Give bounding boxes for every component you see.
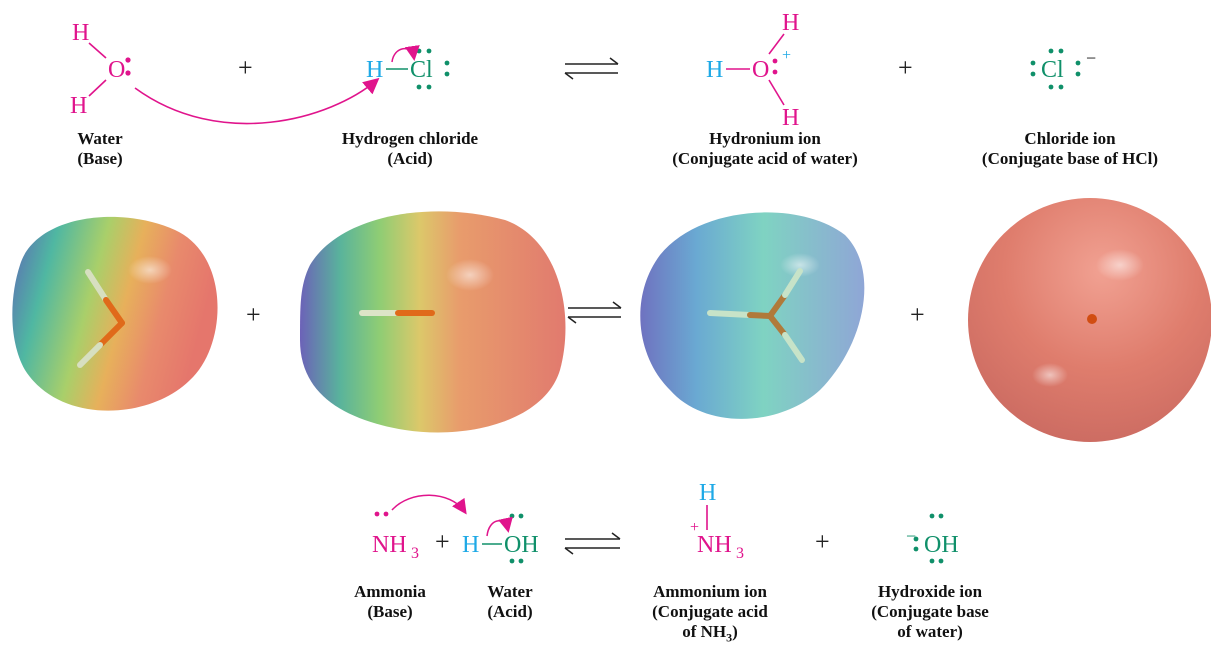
ammonia-formula: NH (372, 532, 407, 558)
ammonia-structure: NH 3 (372, 494, 467, 562)
ammonium-h-top: H (699, 480, 716, 506)
hydroxide-structure: − OH (906, 513, 959, 564)
ammonium-subscript: 3 (736, 545, 744, 562)
ammonium-formula: NH (697, 532, 732, 558)
compound-role: (Acid) (487, 602, 533, 621)
plus-sign: + (898, 53, 913, 82)
lone-pair-dot (125, 57, 131, 63)
equilibrium-arrow (567, 301, 622, 324)
chloride-structure: Cl − (1030, 48, 1096, 90)
ammonium-structure: H + NH 3 (690, 480, 744, 562)
water-hydrogen: H (462, 532, 479, 558)
hydronium-label: Hydronium ion (Conjugate acid of water) (620, 129, 910, 169)
bond-break-arrow (486, 516, 513, 537)
equilibrium-arrow (564, 532, 621, 555)
hydronium-h-top: H (782, 10, 799, 36)
plus-sign: + (815, 527, 830, 556)
hydrogen-chloride-epm (300, 211, 566, 433)
hydroxide-charge: − (906, 526, 916, 546)
compound-role-cont: of NH3) (682, 622, 738, 645)
hydronium-epm (640, 212, 865, 419)
hydronium-oxygen: O (752, 57, 769, 83)
water-oxygen: O (108, 57, 125, 83)
compound-role: (Conjugate acid (652, 602, 768, 621)
water-label: Water (Base) (40, 129, 160, 169)
chloride-label: Chloride ion (Conjugate base of HCl) (935, 129, 1205, 169)
water-h2: H (70, 93, 87, 119)
hydroxide-label: Hydroxide ion (Conjugate base of water) (840, 582, 1020, 642)
hydroxide-formula: OH (924, 532, 959, 558)
water-acid-structure: H OH (462, 513, 539, 564)
compound-role: (Conjugate base (871, 602, 989, 621)
water-epm (12, 216, 218, 411)
ammonium-charge: + (690, 519, 699, 536)
compound-role: (Conjugate acid of water) (672, 149, 858, 168)
ammonia-subscript: 3 (411, 545, 419, 562)
compound-name: Ammonia (354, 582, 426, 601)
compound-name: Water (487, 582, 533, 601)
compound-role: (Conjugate base of HCl) (981, 149, 1159, 168)
compound-role: (Base) (367, 602, 413, 621)
reaction1-structures: H O H + H Cl H O + H H + C (70, 10, 1096, 131)
compound-role: (Base) (77, 149, 123, 168)
plus-sign: + (238, 53, 253, 82)
compound-role: (Acid) (387, 149, 433, 168)
compound-name: Hydrogen chloride (341, 129, 479, 148)
ammonia-label: Ammonia (Base) (340, 582, 440, 622)
chloride-epm (968, 198, 1211, 442)
compound-name: Hydroxide ion (877, 582, 983, 601)
water-hydroxyl: OH (504, 532, 539, 558)
hcl-chlorine: Cl (410, 57, 433, 83)
compound-name: Water (77, 129, 123, 148)
electron-flow-arrow (134, 77, 380, 125)
compound-name: Chloride ion (1024, 129, 1116, 148)
ammonium-label: Ammonium ion (Conjugate acid of NH3) (620, 582, 800, 647)
hcl-label: Hydrogen chloride (Acid) (300, 129, 520, 169)
compound-role-cont: of water) (897, 622, 963, 641)
water-structure: H O H (70, 20, 380, 125)
chloride-chlorine: Cl (1041, 57, 1064, 83)
hcl-hydrogen: H (366, 57, 383, 83)
plus-sign: + (910, 300, 925, 329)
electrostatic-potential-maps: + + (12, 198, 1211, 442)
hydronium-h-left: H (706, 57, 723, 83)
bond-break-arrow (391, 45, 420, 63)
water-acid-label: Water (Acid) (460, 582, 560, 622)
reaction2-structures: NH 3 + H OH H + NH 3 + − OH (372, 480, 959, 564)
electron-flow-arrow (391, 494, 467, 515)
hydronium-h-bottom: H (782, 105, 799, 131)
chloride-charge: − (1086, 48, 1096, 68)
plus-sign: + (435, 527, 450, 556)
hydronium-structure: H O + H H (706, 10, 799, 131)
equilibrium-arrow (564, 57, 619, 80)
compound-name: Hydronium ion (709, 129, 821, 148)
hydronium-charge: + (782, 47, 791, 64)
compound-name: Ammonium ion (653, 582, 767, 601)
plus-sign: + (246, 300, 261, 329)
hcl-structure: H Cl (366, 45, 450, 90)
water-h1: H (72, 20, 89, 46)
